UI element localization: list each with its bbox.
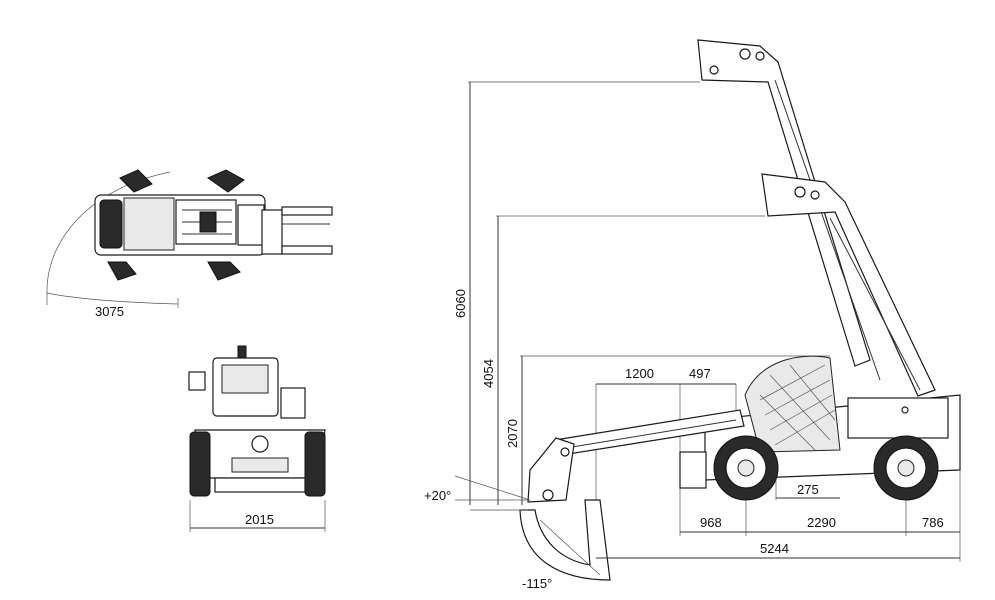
tilt-down-angle-label: -115° (522, 576, 552, 591)
boom-raised-mid (761, 173, 936, 397)
bucket-tilt-down (519, 499, 611, 581)
rear-overhang-label: 786 (922, 515, 944, 530)
max-height-label: 6060 (453, 289, 468, 318)
side-view: 6060 4054 2070 1200 497 (424, 39, 961, 591)
width-dimension-label: 2015 (245, 512, 274, 527)
mid-height-label: 4054 (481, 359, 496, 388)
overall-length-label: 5244 (760, 541, 789, 556)
swing-dimension-label: 3075 (95, 304, 124, 319)
front-machine (188, 345, 326, 497)
top-chassis (94, 169, 333, 281)
front-view: 2015 (188, 345, 326, 532)
reach-1-label: 1200 (625, 366, 654, 381)
rear-wheel (873, 435, 939, 501)
top-view: 3075 (46, 169, 333, 319)
boom-lowered (527, 409, 745, 503)
front-wheel (713, 435, 779, 501)
carriage-height-label: 2070 (505, 419, 520, 448)
reach-2-label: 497 (689, 366, 711, 381)
ground-clearance-label: 275 (797, 482, 819, 497)
front-overhang-label: 968 (700, 515, 722, 530)
tilt-up-angle-label: +20° (424, 488, 451, 503)
wheelbase-label: 2290 (807, 515, 836, 530)
boom-raised-max (697, 39, 881, 381)
